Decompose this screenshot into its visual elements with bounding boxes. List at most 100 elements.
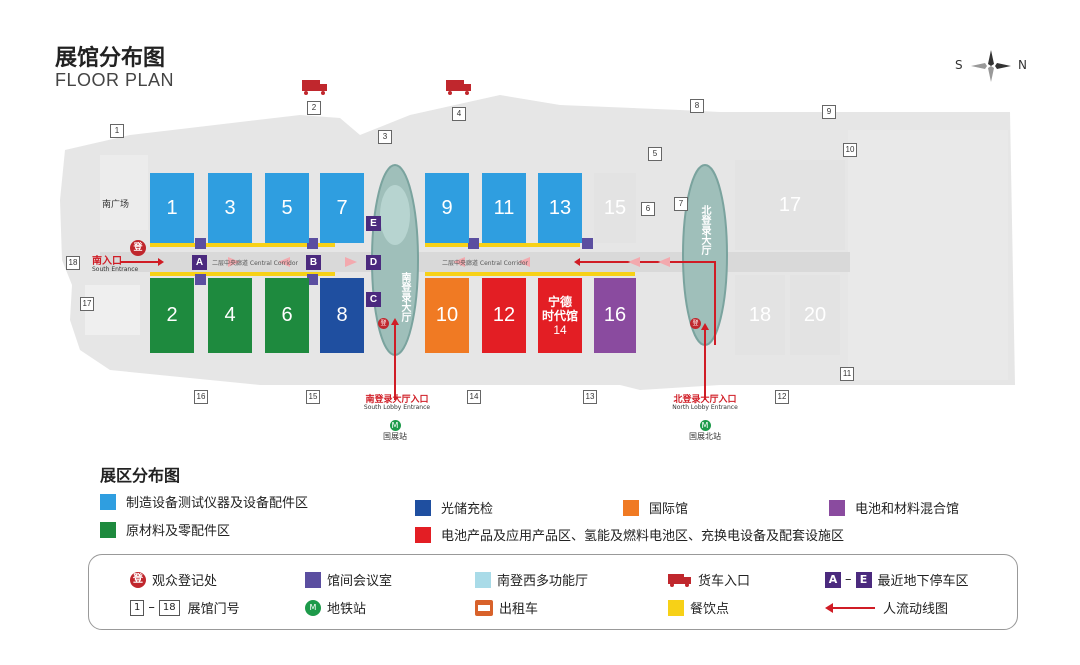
legend-label: 货车入口 [698, 574, 751, 589]
legend-dash: – [845, 572, 852, 587]
zone-label: 电池产品及应用产品区、氢能及燃料电池区、充换电设备及配套设施区 [441, 529, 845, 544]
gate-14[interactable]: 14 [467, 390, 481, 404]
parking-icon: A [825, 571, 841, 588]
metro-station-north[interactable]: M 国展北站 [680, 420, 730, 442]
hall-5[interactable]: 5 [265, 173, 309, 243]
hall-13[interactable]: 13 [538, 173, 582, 243]
hall-18[interactable]: 18 [735, 275, 785, 355]
gate-1[interactable]: 1 [110, 124, 124, 138]
hall-12[interactable]: 12 [482, 278, 526, 353]
hall-11[interactable]: 11 [482, 173, 526, 243]
gate-8[interactable]: 8 [690, 99, 704, 113]
hall-3[interactable]: 3 [208, 173, 252, 243]
legend-gates: 1 – 18 展馆门号 [130, 598, 240, 617]
register-marker-south[interactable]: 登 [130, 240, 146, 256]
north-lobby [682, 164, 728, 346]
gate-17[interactable]: 17 [80, 297, 94, 311]
parking-d[interactable]: D [366, 255, 381, 270]
metro-station-north-label: 国展北站 [689, 432, 721, 441]
north-lobby-entrance-en: North Lobby Entrance [672, 404, 738, 411]
parking-b[interactable]: B [306, 255, 321, 270]
zone-legend-title: 展区分布图 [100, 466, 181, 485]
hall-16[interactable]: 16 [594, 278, 636, 353]
central-corridor [100, 252, 850, 272]
legend-dining: 餐饮点 [668, 598, 729, 617]
gate-16[interactable]: 16 [194, 390, 208, 404]
north-lobby-entrance-label: 北登录大厅入口 [673, 395, 737, 405]
south-lobby-entrance-en: South Lobby Entrance [363, 404, 431, 411]
gate-11[interactable]: 11 [840, 367, 854, 381]
meeting-rooms [195, 238, 593, 285]
legend-label: 最近地下停车区 [877, 574, 969, 589]
corridor-label-left: 二层中央廊道 Central Corridor [212, 260, 298, 267]
zone-swatch [623, 499, 639, 516]
zone-swatch [415, 526, 431, 543]
hall-2[interactable]: 2 [150, 278, 194, 353]
gate-18[interactable]: 18 [66, 256, 80, 270]
gate-4[interactable]: 4 [452, 107, 466, 121]
legend-label: 展馆门号 [187, 602, 240, 617]
page-subtitle: FLOOR PLAN [55, 70, 175, 90]
legend-label: 馆间会议室 [327, 574, 393, 589]
hall-10[interactable]: 10 [425, 278, 469, 353]
meeting-swatch [305, 571, 321, 588]
hall-4[interactable]: 4 [208, 278, 252, 353]
hall-20[interactable]: 20 [790, 275, 840, 355]
hall-8[interactable]: 8 [320, 278, 364, 353]
gate-12[interactable]: 12 [775, 390, 789, 404]
hall-15[interactable]: 15 [594, 173, 636, 243]
metro-icon: M [389, 420, 401, 431]
register-marker-north-lobby[interactable]: 登 [690, 318, 701, 329]
register-marker-south-lobby[interactable]: 登 [378, 318, 389, 329]
legend-multi-hall: 南登西多功能厅 [475, 570, 588, 589]
gate-10[interactable]: 10 [843, 143, 857, 157]
compass-south: S [955, 58, 963, 72]
parking-a[interactable]: A [192, 255, 207, 270]
legend-label: 地铁站 [327, 602, 367, 617]
hall-1[interactable]: 1 [150, 173, 194, 243]
metro-icon: M [699, 420, 711, 431]
gate-6[interactable]: 6 [641, 202, 655, 216]
corridor-label-right: 二层中央廊道 Central Corridor [442, 260, 528, 267]
gate-5[interactable]: 5 [648, 147, 662, 161]
gate-3[interactable]: 3 [378, 130, 392, 144]
gate-icon: 18 [158, 599, 180, 616]
hall-6[interactable]: 6 [265, 278, 309, 353]
taxi-icon [475, 599, 493, 616]
metro-station-south[interactable]: M 国展站 [372, 420, 418, 442]
legend-label: 餐饮点 [690, 602, 730, 617]
gate-9[interactable]: 9 [822, 105, 836, 119]
dining-swatch [668, 599, 684, 616]
legend-metro: M 地铁站 [305, 598, 366, 617]
hall-14[interactable]: 宁德 时代馆 14 [538, 278, 582, 353]
legend-taxi: 出租车 [475, 598, 538, 617]
compass-north: N [1018, 58, 1027, 72]
legend-parking: A – E 最近地下停车区 [825, 570, 969, 589]
hall-9[interactable]: 9 [425, 173, 469, 243]
parking-e[interactable]: E [366, 216, 381, 231]
zone-swatch [415, 499, 431, 516]
hall-17[interactable]: 17 [735, 160, 845, 250]
zone-swatch [829, 499, 845, 516]
truck-icon [302, 80, 327, 95]
south-plaza-area [100, 155, 148, 230]
metro-station-south-label: 国展站 [383, 432, 407, 441]
zone-label: 国际馆 [649, 502, 689, 517]
legend-register: 登 观众登记处 [130, 570, 217, 589]
gate-2[interactable]: 2 [307, 101, 321, 115]
hall-7[interactable]: 7 [320, 173, 364, 243]
compass-star-icon [971, 50, 1011, 82]
metro-icon: M [305, 599, 321, 616]
corridor-arrows [228, 257, 670, 267]
zone-swatch [100, 493, 116, 510]
gate-15[interactable]: 15 [306, 390, 320, 404]
gate-13[interactable]: 13 [583, 390, 597, 404]
east-block [848, 130, 1008, 380]
hall-14-line3: 14 [553, 322, 567, 337]
legend-dash: – [148, 600, 155, 615]
gate-icon: 1 [130, 599, 145, 616]
parking-c[interactable]: C [366, 292, 381, 307]
legend-meeting: 馆间会议室 [305, 570, 392, 589]
gate-7[interactable]: 7 [674, 197, 688, 211]
legend-label: 出租车 [499, 602, 539, 617]
